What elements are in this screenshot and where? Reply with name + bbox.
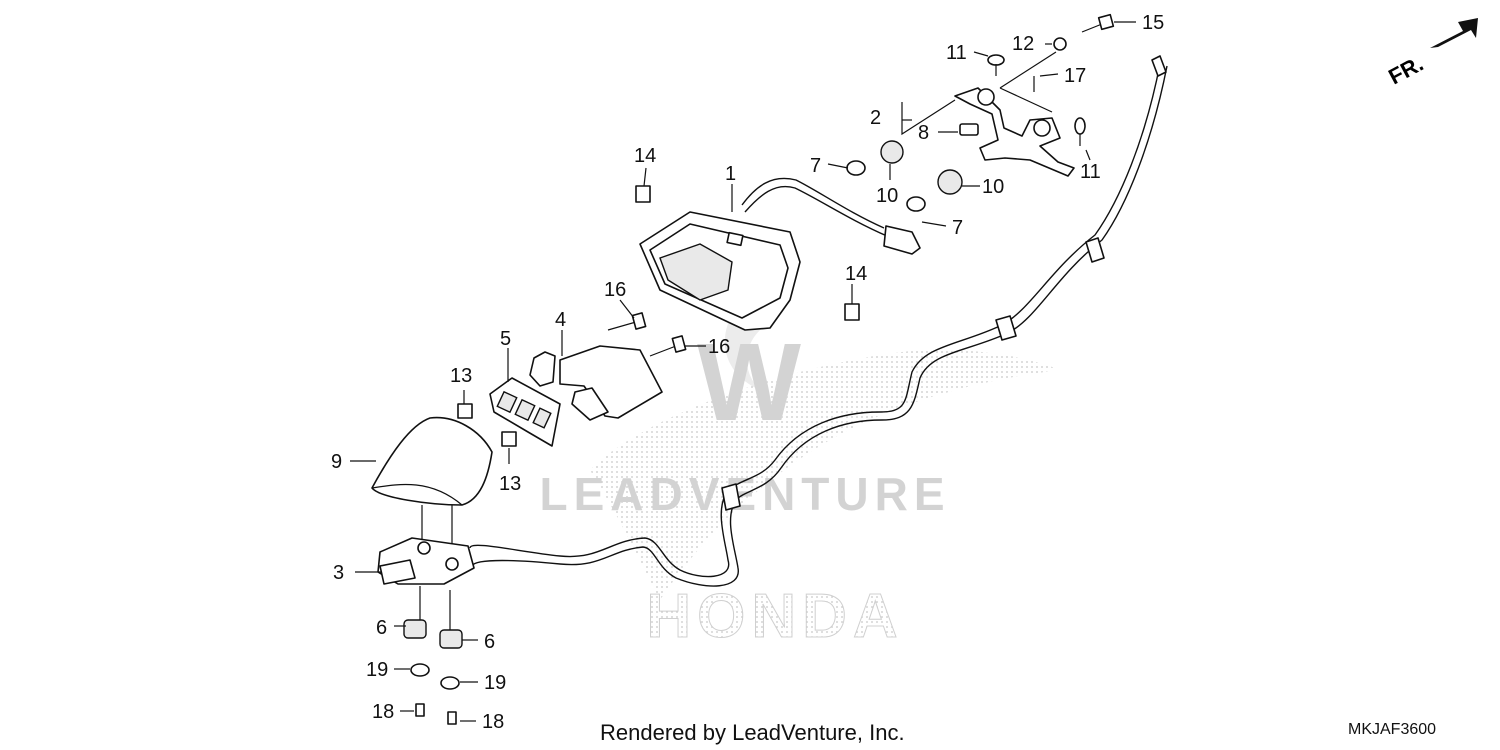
callout-13-lower: 13: [499, 473, 521, 495]
callout-18-left: 18: [372, 701, 394, 723]
screw-18-left-icon: [415, 703, 425, 717]
grommet-6-right-icon: [439, 629, 463, 649]
license-light: [377, 537, 475, 585]
callout-11-upper: 11: [946, 42, 967, 64]
callout-19-left: 19: [366, 659, 388, 681]
callout-13-upper: 13: [450, 365, 472, 387]
watermark: W LEADVENTURE HONDA: [539, 240, 1060, 652]
washer-19-right-icon: [440, 676, 460, 690]
callout-3: 3: [333, 562, 344, 584]
callout-12: 12: [1012, 33, 1034, 55]
arrow-shape-icon: [1430, 18, 1478, 48]
callout-1: 1: [725, 163, 736, 185]
license-light-base: [489, 377, 561, 447]
callout-17: 17: [1064, 65, 1086, 87]
diagram-code: MKJAF3600: [1348, 721, 1436, 738]
callout-15: 15: [1142, 12, 1164, 34]
callout-8: 8: [918, 122, 929, 144]
callout-16-upper: 16: [604, 279, 626, 301]
watermark-wing-shape: [590, 350, 1060, 600]
callout-14-upper: 14: [634, 145, 656, 167]
watermark-leadventure-text: LEADVENTURE: [539, 468, 950, 520]
render-credit: Rendered by LeadVenture, Inc.: [600, 720, 905, 745]
clip-14-lower-icon: [844, 303, 860, 321]
harness-clamp-lower-icon: [721, 483, 741, 511]
callout-labels: 1 2 3 4 5 6 6 7 7 8 9 10 10 11 11 12 13 …: [331, 12, 1164, 733]
washer-7-lower-icon: [906, 196, 926, 212]
harness-clamp-upper-icon: [1085, 237, 1105, 263]
stay-bracket: [954, 87, 1075, 177]
direction-label: FR.: [1384, 51, 1427, 90]
callout-14-lower: 14: [845, 263, 867, 285]
washer-19-left-icon: [410, 663, 430, 677]
screw-11-upper-icon: [987, 54, 1005, 76]
callout-4: 4: [555, 309, 566, 331]
callout-19-right: 19: [484, 672, 506, 694]
bolt-15-icon: [1081, 13, 1115, 33]
callout-7-upper: 7: [810, 155, 821, 177]
harness-clamp-middle-icon: [995, 315, 1017, 341]
callout-5: 5: [500, 328, 511, 350]
front-direction-arrow: FR.: [1384, 18, 1478, 89]
washer-12-icon: [1053, 37, 1067, 51]
grommet-10-upper-icon: [880, 140, 904, 164]
callout-2: 2: [870, 107, 881, 129]
leader-lines: [350, 21, 1136, 722]
grommet-6-left-icon: [403, 619, 427, 639]
callout-10-upper: 10: [876, 185, 898, 207]
clip-13-lower-icon: [501, 431, 517, 447]
part-8-collar-icon: [959, 123, 979, 136]
callout-18-right: 18: [482, 711, 504, 733]
screw-11-lower-icon: [1074, 117, 1086, 146]
screw-16-upper-icon: [607, 312, 647, 331]
callout-6-right: 6: [484, 631, 495, 653]
hardware: [403, 13, 1115, 725]
callout-16-lower: 16: [708, 336, 730, 358]
callout-7-lower: 7: [952, 217, 963, 239]
watermark-logo-letter: W: [697, 321, 807, 444]
grommet-10-lower-icon: [937, 169, 963, 195]
taillight-assembly: [639, 211, 801, 331]
clip-13-upper-icon: [457, 403, 473, 419]
watermark-honda-text: HONDA: [646, 582, 903, 651]
clip-14-upper-icon: [635, 185, 651, 203]
callout-11-lower: 11: [1080, 161, 1101, 183]
screw-18-right-icon: [447, 711, 457, 725]
callout-9: 9: [331, 451, 342, 473]
license-light-bracket: [529, 345, 663, 421]
wire-harness: [469, 55, 1168, 587]
license-light-cover: [371, 416, 493, 506]
harness-end-connector-icon: [1151, 55, 1167, 77]
washer-7-upper-icon: [846, 160, 866, 176]
taillight-connector-icon: [883, 225, 921, 255]
screw-16-lower-icon: [649, 335, 687, 357]
callout-6-left: 6: [376, 617, 387, 639]
callout-10-lower: 10: [982, 176, 1004, 198]
